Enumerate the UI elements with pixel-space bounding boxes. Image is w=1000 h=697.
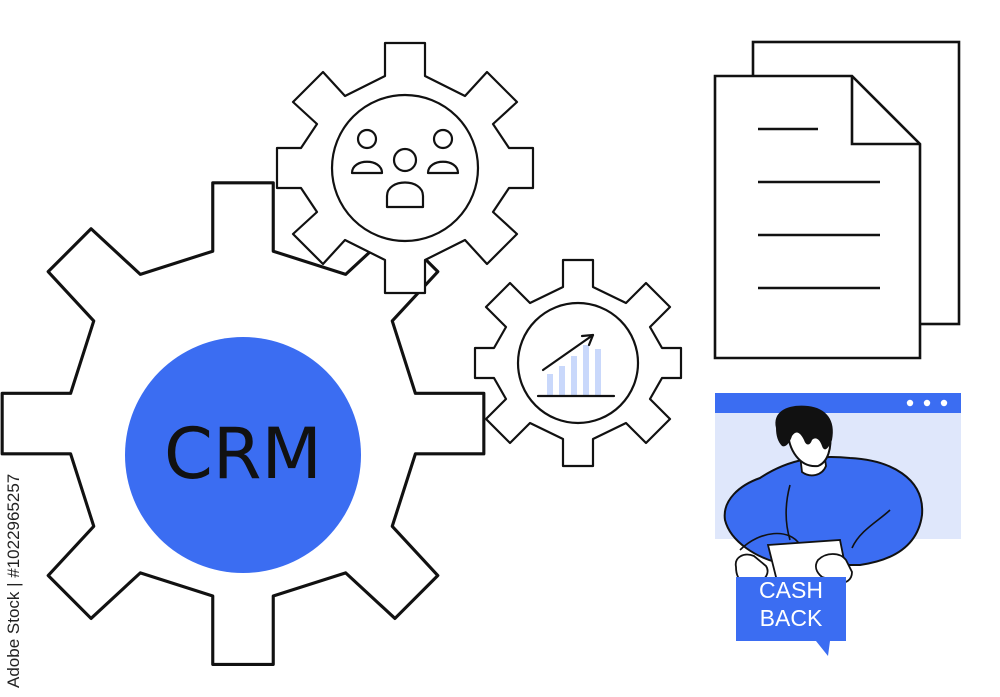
crm-label: CRM	[164, 413, 322, 495]
team-gear	[275, 41, 535, 295]
person-torso	[723, 456, 924, 566]
growth-gear-inner-ring	[516, 301, 640, 425]
growth-gear	[473, 258, 683, 468]
growth-chart-icon	[536, 333, 616, 398]
team-gear-inner-ring	[330, 93, 480, 243]
gear-icon	[275, 41, 535, 295]
stock-watermark: Adobe Stock | #1022965257	[4, 473, 23, 688]
cashback-speech-bubble-icon: CASH BACK	[736, 577, 846, 656]
crm-disc	[125, 337, 361, 573]
person-right-hand	[815, 553, 853, 584]
documents-icon	[713, 40, 961, 360]
person-icon	[723, 405, 924, 586]
crm-gear: CRM	[0, 181, 486, 666]
cashback-line-1: CASH	[759, 577, 823, 603]
team-people-icon	[350, 128, 460, 209]
gear-icon	[473, 258, 683, 468]
cashback-line-2: BACK	[760, 605, 823, 631]
person-hair	[775, 405, 833, 450]
